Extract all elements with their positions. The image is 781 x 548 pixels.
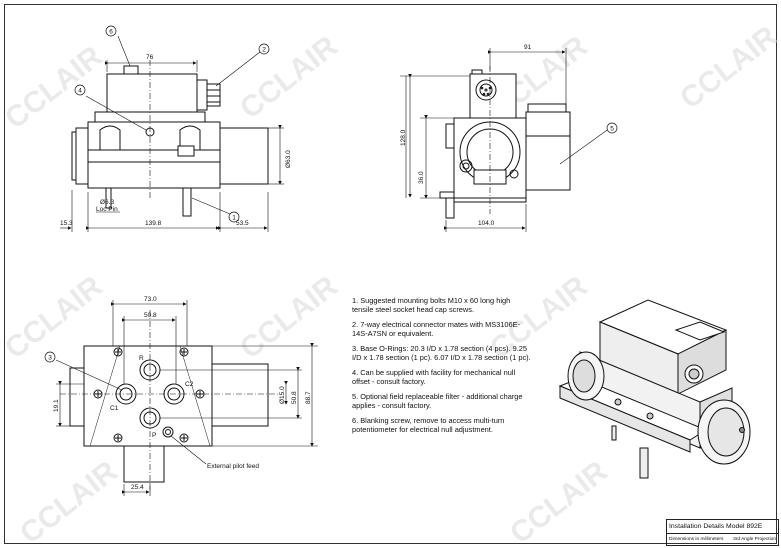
dim-139-8: 139.8 (145, 220, 162, 227)
note-1: 1. Suggested mounting bolts M10 x 60 lon… (352, 296, 511, 314)
dim-76: 76 (146, 54, 154, 61)
dim-50-8-right: 50.8 (291, 391, 298, 404)
note-3: 3. Base O-Rings: 20.3 I/D x 1.78 section… (352, 344, 531, 362)
balloon (606, 122, 618, 134)
watermark: CCLAIR (504, 455, 614, 548)
port-C2: C2 (185, 381, 194, 388)
drawing-frame (4, 4, 777, 544)
port-R: R (139, 355, 144, 362)
dim-91: 91 (524, 44, 532, 51)
dim-dia-63: Ø63.0 (285, 150, 292, 168)
balloon (74, 84, 86, 96)
dim-25-4: 25.4 (131, 484, 144, 491)
balloon (44, 351, 56, 363)
note-6: 6. Blanking screw, remove to access mult… (352, 416, 505, 434)
note-4: 4. Can be supplied with facility for mec… (352, 368, 516, 386)
title-block-info: Dimensions in millimeters 3rd Angle Proj… (667, 534, 778, 545)
watermark: CCLAIR (234, 270, 344, 366)
dim-128: 128.0 (400, 129, 407, 146)
dim-dia-15: Ø15.0 (279, 386, 286, 404)
units-label: Dimensions in millimeters (669, 537, 724, 542)
balloon-2: 2 (262, 47, 266, 54)
dim-53-5: 53.5 (236, 220, 249, 227)
end-view (400, 48, 611, 232)
dim-pin-dia: Ø6.3 (100, 199, 114, 206)
dim-88-7: 88.7 (305, 391, 312, 404)
balloon (258, 43, 270, 55)
balloon-5: 5 (610, 126, 614, 133)
pilot-feed-label: External pilot feed (207, 463, 259, 470)
title-block-title: Installation Details Model 892E (667, 520, 778, 534)
side-view (60, 35, 284, 232)
dim-36: 36.0 (418, 171, 425, 184)
loc-pin-label: Loc Pin (96, 206, 118, 213)
balloon-4: 4 (78, 88, 82, 95)
dim-19-1: 19.1 (53, 399, 60, 412)
installation-notes: 1. Suggested mounting bolts M10 x 60 lon… (352, 296, 532, 440)
note-5: 5. Optional field replaceable filter - a… (352, 392, 523, 410)
dim-104: 104.0 (478, 220, 495, 227)
balloon (105, 25, 117, 37)
watermark: CCLAIR (0, 40, 109, 136)
balloon-1: 1 (232, 215, 236, 222)
watermark: CCLAIR (14, 455, 124, 548)
watermark: CCLAIR (234, 30, 344, 126)
balloon (228, 211, 240, 223)
note-2: 2. 7-way electrical connector mates with… (352, 320, 521, 338)
port-P: P (152, 432, 156, 439)
balloon-6: 6 (109, 29, 113, 36)
dim-73: 73.0 (144, 296, 157, 303)
watermark: CCLAIR (674, 20, 781, 116)
plan-view-text: 73.0 50.8 19.1 Ø15.0 50.8 88.7 25.4 R C2… (53, 296, 312, 491)
dim-15-3: 15.3 (60, 220, 73, 227)
title-block: Installation Details Model 892E Dimensio… (666, 519, 779, 546)
port-C1: C1 (110, 405, 119, 412)
balloon-3: 3 (48, 355, 52, 362)
end-view-text: 91 128.0 36.0 104.0 (400, 44, 532, 227)
plan-view (55, 300, 318, 496)
isometric-view (558, 299, 751, 479)
side-view-text: 76 Ø63.0 Ø6.3 Loc Pin 15.3 139.8 53.5 (60, 54, 292, 227)
projection-label: 3rd Angle Projection (733, 537, 776, 542)
dim-50-8-top: 50.8 (144, 312, 157, 319)
side-view-balloons (74, 25, 270, 223)
